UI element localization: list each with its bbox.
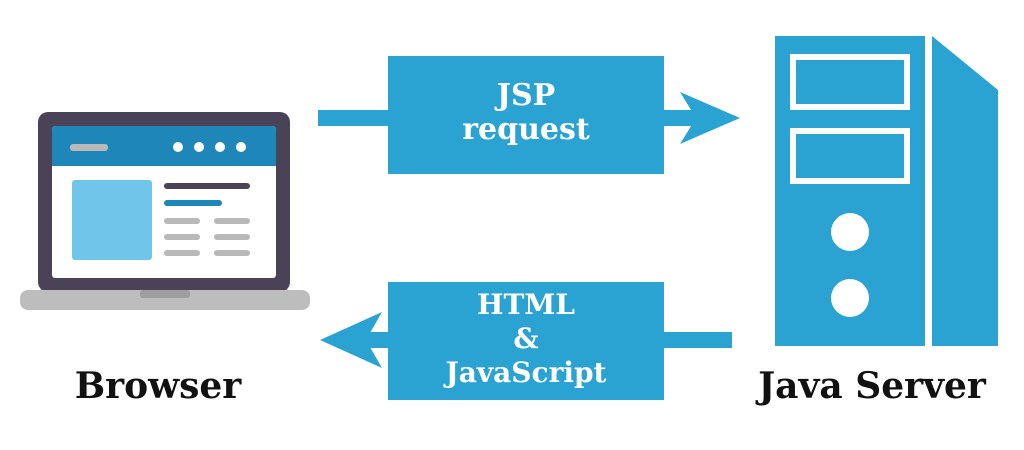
request-label-line-2: request	[462, 112, 590, 147]
browser-header-bar-bottom	[52, 150, 276, 166]
request-arrow-head	[680, 92, 740, 144]
browser-dot	[173, 142, 183, 152]
laptop-base-notch	[140, 290, 190, 298]
request-arrow-shaft-left	[318, 110, 388, 126]
browser-text-line	[164, 200, 222, 206]
browser-text-line	[164, 234, 200, 240]
laptop-icon	[20, 112, 310, 310]
browser-text-line	[164, 183, 250, 189]
server-caption: Java Server	[755, 365, 987, 407]
browser-dot	[215, 142, 225, 152]
server-side-panel	[932, 36, 998, 346]
browser-text-line	[164, 218, 200, 224]
browser-address-line	[70, 144, 108, 151]
browser-image-placeholder	[72, 180, 152, 260]
browser-dot	[194, 142, 204, 152]
response-arrow-shaft-right	[664, 332, 732, 348]
response-label-line-3: JavaScript	[443, 356, 607, 389]
request-arrow: JSP request	[318, 56, 740, 174]
server-drive-bay-inner	[796, 134, 904, 178]
response-label-line-1: HTML	[477, 288, 575, 321]
browser-text-line	[164, 250, 200, 256]
request-arrow-box	[388, 56, 664, 174]
request-arrow-shaft-right	[664, 110, 702, 126]
request-label-line-1: JSP	[494, 78, 555, 113]
browser-caption: Browser	[75, 365, 243, 407]
response-arrow-head	[320, 312, 382, 368]
response-label-line-2: &	[513, 322, 538, 355]
server-indicator-light	[831, 213, 869, 251]
browser-text-line	[214, 218, 250, 224]
browser-text-line	[214, 234, 250, 240]
server-icon	[775, 36, 998, 346]
server-indicator-light	[831, 279, 869, 317]
browser-dot	[236, 142, 246, 152]
response-arrow-box	[388, 282, 664, 400]
laptop-base	[20, 290, 310, 310]
server-drive-bay-inner	[796, 60, 904, 104]
response-arrow: HTML & JavaScript	[320, 282, 732, 400]
browser-text-line	[214, 250, 250, 256]
